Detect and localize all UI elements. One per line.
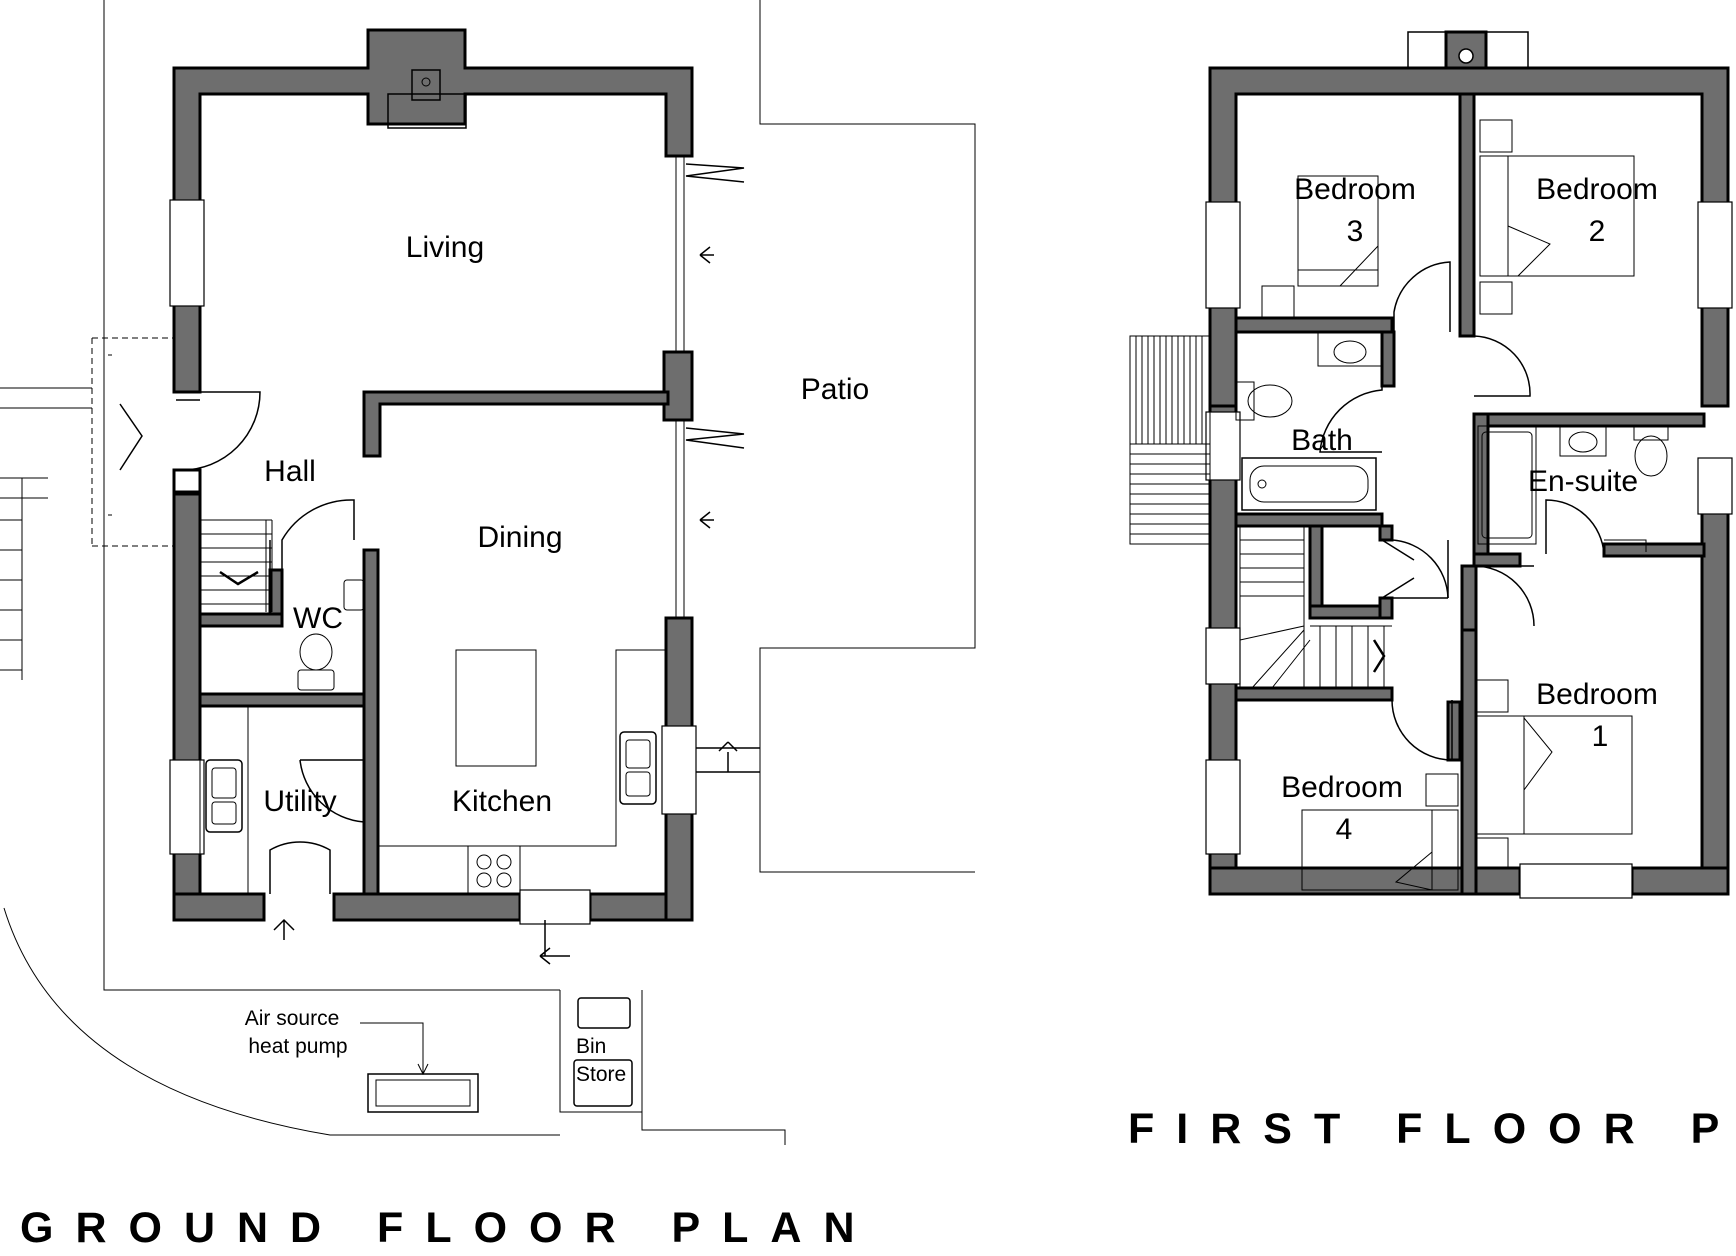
room-label-bedroom-4: Bedroom (1281, 771, 1403, 804)
label-air-source-line1: Air source (245, 1007, 340, 1030)
first-floor-plan: Bedroom 3 Bedroom 2 Bath En-suite Bedroo… (1128, 30, 1736, 1153)
label-bin-line2: Store (576, 1063, 626, 1086)
room-label-living: Living (406, 231, 484, 264)
ground-floor-plan-title: GROUND FLOOR PLAN (20, 1204, 877, 1252)
ensuite-fittings (1477, 425, 1669, 555)
ground-windows (169, 199, 697, 925)
room-label-utility: Utility (263, 785, 336, 818)
room-label-bedroom-1: Bedroom (1536, 678, 1658, 711)
wc-fittings (281, 499, 365, 691)
room-label-kitchen: Kitchen (452, 785, 552, 818)
room-label-bedroom-2-number: 2 (1589, 215, 1606, 248)
ground-floor-plan: Living Hall Dining WC Utility Kitchen Pa… (0, 0, 976, 1252)
fireplace (387, 69, 467, 129)
ground-external-walls (172, 28, 694, 922)
chimney (1407, 30, 1529, 72)
first-stairs[interactable] (1239, 526, 1392, 689)
room-label-bath: Bath (1291, 424, 1353, 457)
first-windows (1205, 201, 1733, 899)
label-bin-line1: Bin (576, 1035, 606, 1058)
room-label-bedroom-2: Bedroom (1536, 173, 1658, 206)
bedroom3-furniture (1261, 175, 1451, 332)
room-label-wc: WC (293, 602, 343, 635)
ground-stairs[interactable] (200, 519, 276, 615)
heat-pump (360, 1022, 479, 1113)
site-boundary-lines (0, 0, 976, 1145)
kitchen-fittings (378, 649, 666, 895)
first-floor-plan-title: FIRST FLOOR PLAN (1128, 1105, 1736, 1153)
front-door (119, 391, 261, 471)
bedroom4-furniture (1301, 773, 1459, 891)
bedroom2-furniture (1473, 119, 1635, 397)
bedroom1-furniture (1475, 679, 1633, 869)
ground-internal-walls (198, 390, 670, 896)
external-steps (1129, 335, 1211, 545)
room-label-bedroom-3: Bedroom (1294, 173, 1416, 206)
label-air-source-line2: heat pump (248, 1035, 347, 1058)
utility-fittings (199, 705, 365, 940)
first-internal-walls (1234, 92, 1706, 896)
bath-fittings (1235, 331, 1383, 511)
room-label-dining: Dining (477, 521, 562, 554)
landing (1381, 539, 1535, 761)
room-label-ensuite: En-suite (1528, 465, 1638, 498)
room-label-hall: Hall (264, 455, 316, 488)
room-label-patio: Patio (801, 373, 869, 406)
room-label-bedroom-3-number: 3 (1347, 215, 1364, 248)
room-label-bedroom-4-number: 4 (1336, 813, 1353, 846)
bin-store (539, 920, 633, 1107)
patio-doors (675, 156, 760, 773)
room-label-bedroom-1-number: 1 (1592, 720, 1609, 753)
